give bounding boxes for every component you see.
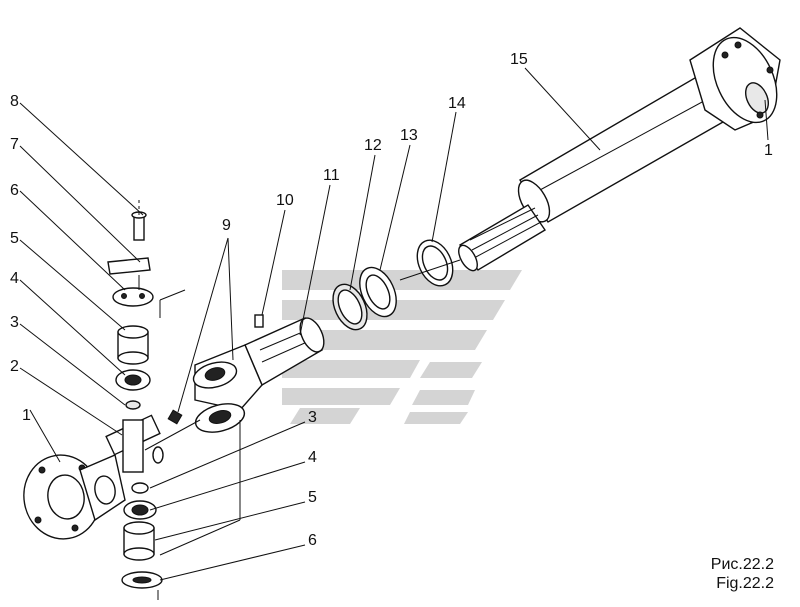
callout-labels: 8 7 6 5 4 3 2 1 9 10 11 12 13 14 15 1 3 … — [10, 51, 773, 549]
callout-7: 7 — [10, 136, 19, 153]
caption-en: Fig.22.2 — [716, 575, 774, 592]
callout-1-right: 1 — [764, 142, 773, 159]
callout-9: 9 — [222, 217, 231, 234]
flange-yoke-1-part — [23, 454, 126, 540]
callout-14: 14 — [448, 95, 466, 112]
callout-4-lower: 4 — [308, 449, 317, 466]
callout-3-lower: 3 — [308, 409, 317, 426]
ring-12-part — [332, 283, 368, 331]
sleeve-yoke-11-part — [192, 317, 325, 433]
callout-6-lower: 6 — [308, 532, 317, 549]
callout-8: 8 — [10, 93, 19, 110]
seal-ring-14-part — [416, 239, 454, 287]
shaft-tube-part — [517, 27, 781, 223]
leader-lines — [19, 67, 769, 581]
callout-12: 12 — [364, 137, 382, 154]
assembly-centerlines — [138, 200, 461, 600]
callout-11: 11 — [323, 167, 340, 184]
callout-4: 4 — [10, 270, 19, 287]
splined-shaft-part — [458, 204, 546, 272]
callout-13: 13 — [400, 127, 418, 144]
upper-bearing-stack-part — [107, 211, 154, 410]
callout-2: 2 — [10, 358, 19, 375]
grease-fitting-10-part — [254, 314, 264, 328]
callout-10: 10 — [276, 192, 294, 209]
callout-1-left: 1 — [22, 407, 31, 424]
callout-5: 5 — [10, 230, 19, 247]
caption-ru: Рис.22.2 — [710, 556, 774, 573]
washer-13-part — [359, 266, 397, 318]
callout-5-lower: 5 — [308, 489, 317, 506]
callout-6: 6 — [10, 182, 19, 199]
cross-2-part — [105, 414, 164, 473]
fitting-9-part — [167, 409, 183, 425]
lower-bearing-stack-part — [121, 482, 163, 589]
callout-15: 15 — [510, 51, 528, 68]
callout-3: 3 — [10, 314, 19, 331]
